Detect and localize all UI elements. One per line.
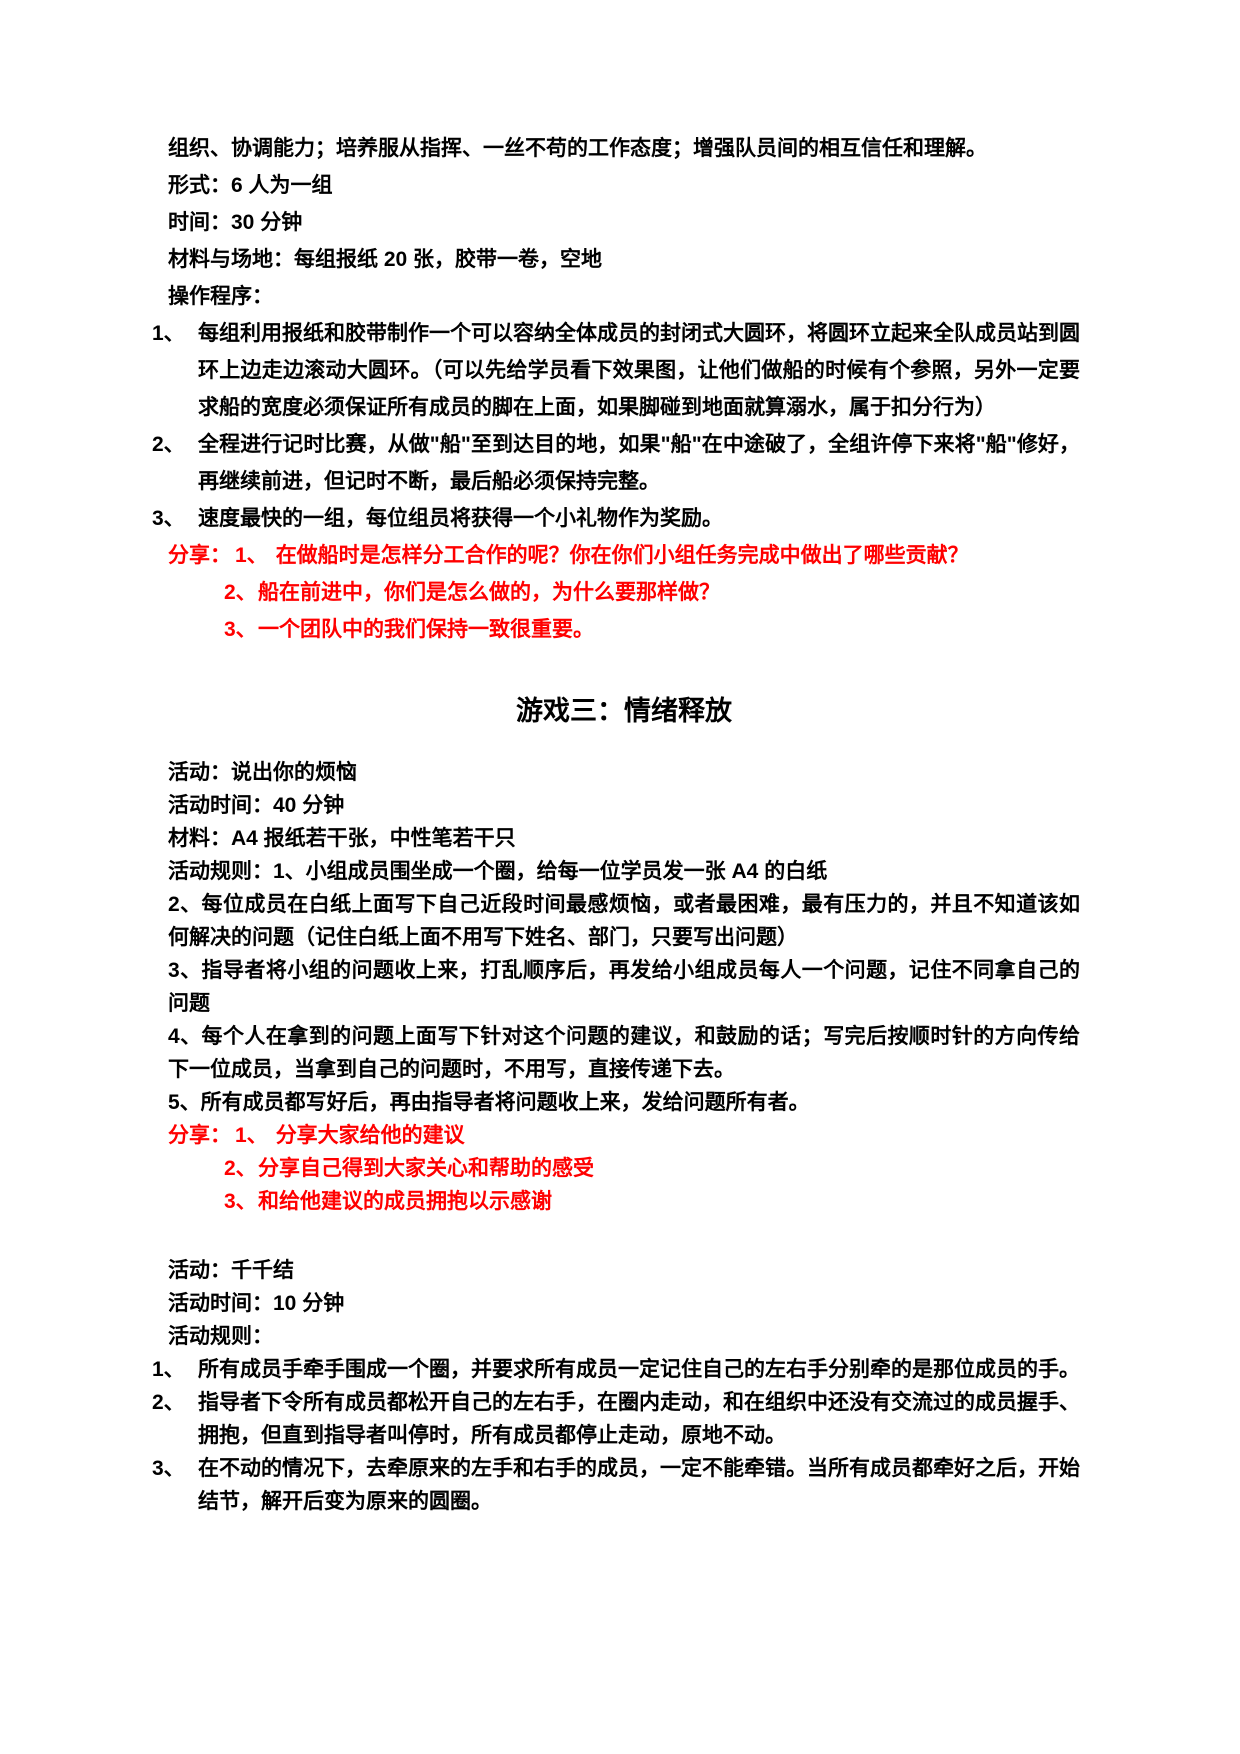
list-number: 2、: [224, 581, 257, 604]
share-item: 分享： 1、 分享大家给他的建议: [168, 1119, 1080, 1152]
list-number: 3、: [224, 618, 257, 641]
list-number: 1、: [152, 322, 185, 345]
knot-rule-item: 1、 所有成员手牵手围成一个圈，并要求所有成员一定记住自己的左右手分别牵的是那位…: [152, 1353, 1080, 1386]
activity-2-section: 活动：千千结 活动时间：10 分钟 活动规则： 1、 所有成员手牵手围成一个圈，…: [152, 1254, 1080, 1518]
intro-line: 时间：30 分钟: [168, 211, 303, 234]
activity-line: 材料：A4 报纸若干张，中性笔若干只: [168, 827, 516, 850]
list-number: 3、: [152, 507, 185, 530]
activity-line: 活动：千千结: [168, 1259, 294, 1282]
activity-rule: 2、每位成员在白纸上面写下自己近段时间最感烦恼，或者最困难，最有压力的，并且不知…: [168, 893, 1080, 949]
activity-1-section: 活动：说出你的烦恼 活动时间：40 分钟 材料：A4 报纸若干张，中性笔若干只 …: [168, 756, 1080, 1119]
list-text: 所有成员手牵手围成一个圈，并要求所有成员一定记住自己的左右手分别牵的是那位成员的…: [198, 1358, 1080, 1381]
list-text: 每组利用报纸和胶带制作一个可以容纳全体成员的封闭式大圆环，将圆环立起来全队成员站…: [198, 322, 1080, 419]
share-text: 船在前进中，你们是怎么做的，为什么要那样做？: [258, 581, 720, 604]
share-block-2: 分享： 1、 分享大家给他的建议 2、 分享自己得到大家关心和帮助的感受 3、 …: [168, 1119, 1080, 1218]
list-number: 1、: [235, 544, 268, 567]
knot-rule-list: 1、 所有成员手牵手围成一个圈，并要求所有成员一定记住自己的左右手分别牵的是那位…: [152, 1353, 1080, 1518]
share-label: 分享：: [168, 1124, 231, 1147]
list-number: 3、: [224, 1190, 257, 1213]
activity-line: 活动规则：: [168, 1325, 273, 1348]
procedure-item: 2、 全程进行记时比赛，从做"船"至到达目的地，如果"船"在中途破了，全组许停下…: [152, 426, 1080, 500]
intro-line: 组织、协调能力；培养服从指挥、一丝不苟的工作态度；增强队员间的相互信任和理解。: [168, 137, 987, 160]
share-text: 分享自己得到大家关心和帮助的感受: [258, 1157, 594, 1180]
share-text: 和给他建议的成员拥抱以示感谢: [258, 1190, 552, 1213]
procedure-item: 3、 速度最快的一组，每位组员将获得一个小礼物作为奖励。: [152, 500, 1080, 537]
procedure-list: 1、 每组利用报纸和胶带制作一个可以容纳全体成员的封闭式大圆环，将圆环立起来全队…: [152, 315, 1080, 537]
list-text: 指导者下令所有成员都松开自己的左右手，在圈内走动，和在组织中还没有交流过的成员握…: [198, 1391, 1080, 1447]
list-number: 1、: [152, 1358, 185, 1381]
section-heading: 游戏三：情绪释放: [516, 696, 732, 726]
share-item: 2、 分享自己得到大家关心和帮助的感受: [224, 1152, 1080, 1185]
list-number: 1、: [235, 1124, 268, 1147]
share-text: 分享大家给他的建议: [275, 1124, 465, 1147]
share-item: 2、 船在前进中，你们是怎么做的，为什么要那样做？: [224, 574, 1080, 611]
list-number: 2、: [152, 433, 185, 456]
intro-section: 组织、协调能力；培养服从指挥、一丝不苟的工作态度；增强队员间的相互信任和理解。 …: [168, 130, 1080, 315]
intro-line: 形式：6 人为一组: [168, 174, 333, 197]
share-label: 分享：: [168, 544, 231, 567]
knot-rule-item: 3、 在不动的情况下，去牵原来的左手和右手的成员，一定不能牵错。当所有成员都牵好…: [152, 1452, 1080, 1518]
knot-rule-item: 2、 指导者下令所有成员都松开自己的左右手，在圈内走动，和在组织中还没有交流过的…: [152, 1386, 1080, 1452]
share-item: 分享： 1、 在做船时是怎样分工合作的呢？你在你们小组任务完成中做出了哪些贡献？: [168, 537, 1080, 574]
share-text: 一个团队中的我们保持一致很重要。: [258, 618, 594, 641]
activity-rule: 3、指导者将小组的问题收上来，打乱顺序后，再发给小组成员每人一个问题，记住不同拿…: [168, 959, 1080, 1015]
activity-line: 活动规则：1、小组成员围坐成一个圈，给每一位学员发一张 A4 的白纸: [168, 860, 828, 883]
activity-line: 活动时间：10 分钟: [168, 1292, 345, 1315]
list-number: 3、: [152, 1457, 185, 1480]
list-text: 速度最快的一组，每位组员将获得一个小礼物作为奖励。: [198, 507, 723, 530]
share-item: 3、 和给他建议的成员拥抱以示感谢: [224, 1185, 1080, 1218]
share-item: 3、 一个团队中的我们保持一致很重要。: [224, 611, 1080, 648]
share-block-1: 分享： 1、 在做船时是怎样分工合作的呢？你在你们小组任务完成中做出了哪些贡献？…: [168, 537, 1080, 648]
intro-line: 操作程序：: [168, 285, 273, 308]
activity-line: 活动时间：40 分钟: [168, 794, 345, 817]
list-text: 在不动的情况下，去牵原来的左手和右手的成员，一定不能牵错。当所有成员都牵好之后，…: [198, 1457, 1080, 1513]
list-text: 全程进行记时比赛，从做"船"至到达目的地，如果"船"在中途破了，全组许停下来将"…: [198, 433, 1080, 493]
activity-rule: 5、所有成员都写好后，再由指导者将问题收上来，发给问题所有者。: [168, 1091, 810, 1114]
activity-line: 活动：说出你的烦恼: [168, 761, 357, 784]
list-number: 2、: [152, 1391, 185, 1414]
share-text: 在做船时是怎样分工合作的呢？你在你们小组任务完成中做出了哪些贡献？: [275, 544, 969, 567]
procedure-item: 1、 每组利用报纸和胶带制作一个可以容纳全体成员的封闭式大圆环，将圆环立起来全队…: [152, 315, 1080, 426]
list-number: 2、: [224, 1157, 257, 1180]
intro-line: 材料与场地：每组报纸 20 张，胶带一卷，空地: [168, 248, 603, 271]
activity-rule: 4、每个人在拿到的问题上面写下针对这个问题的建议，和鼓励的话；写完后按顺时针的方…: [168, 1025, 1080, 1081]
